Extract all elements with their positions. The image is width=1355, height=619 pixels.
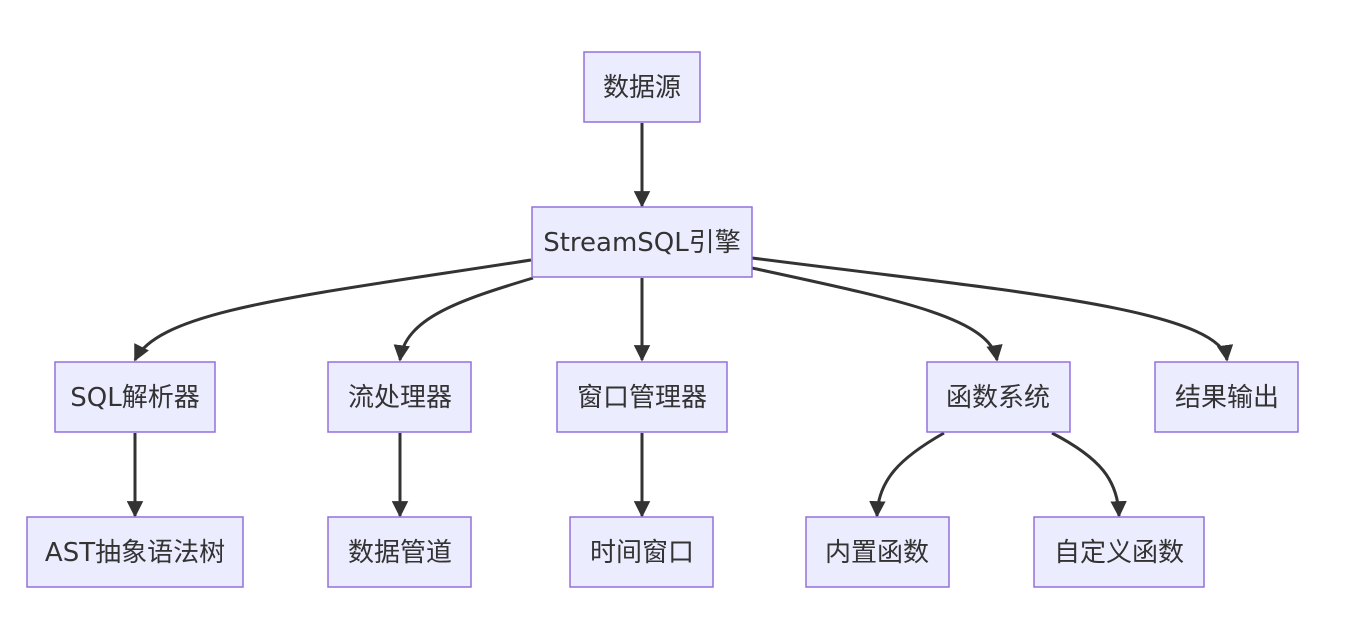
node-stream-processor-label: 流处理器	[348, 383, 452, 413]
node-window-manager: 窗口管理器	[556, 361, 728, 433]
node-time-window: 时间窗口	[569, 516, 714, 588]
node-result-output-label: 结果输出	[1175, 383, 1279, 413]
edge-engine-to-function-system	[751, 266, 1003, 362]
node-source-label: 数据源	[603, 73, 681, 103]
edge-engine-to-sql-parser	[133, 258, 532, 362]
node-ast-label: AST抽象语法树	[45, 538, 225, 568]
edge-function-system-to-custom-functions	[1051, 431, 1127, 518]
edge-function-system-to-builtin-functions	[869, 431, 945, 518]
node-source: 数据源	[583, 51, 701, 123]
edge-engine-to-result-output	[751, 256, 1234, 362]
node-sql-parser: SQL解析器	[54, 361, 216, 433]
node-engine: StreamSQL引擎	[531, 206, 753, 278]
node-data-pipeline: 数据管道	[327, 516, 472, 588]
node-stream-processor: 流处理器	[327, 361, 472, 433]
node-time-window-label: 时间窗口	[590, 538, 694, 568]
edge-engine-to-stream-processor	[393, 276, 534, 362]
node-engine-label: StreamSQL引擎	[543, 228, 741, 258]
node-window-manager-label: 窗口管理器	[577, 383, 707, 413]
node-custom-functions-label: 自定义函数	[1054, 538, 1184, 568]
node-ast: AST抽象语法树	[26, 516, 244, 588]
nodes: 数据源 StreamSQL引擎 SQL解析器 流处理器 窗口管理器 函数系统 结…	[26, 51, 1299, 588]
node-function-system-label: 函数系统	[946, 383, 1050, 413]
node-builtin-functions-label: 内置函数	[825, 538, 929, 568]
edges	[126, 123, 1234, 518]
node-custom-functions: 自定义函数	[1033, 516, 1205, 588]
node-builtin-functions: 内置函数	[805, 516, 950, 588]
node-sql-parser-label: SQL解析器	[70, 383, 199, 413]
node-function-system: 函数系统	[926, 361, 1071, 433]
node-result-output: 结果输出	[1154, 361, 1299, 433]
node-data-pipeline-label: 数据管道	[348, 538, 452, 568]
